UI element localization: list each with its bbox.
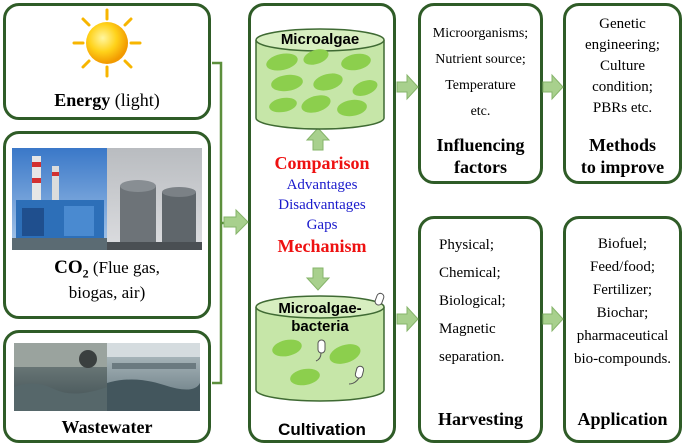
wastewater-label: Wastewater	[61, 417, 153, 437]
co2-box: CO2 (Flue gas, biogas, air)	[3, 131, 211, 319]
influencing-factors-box: Microorganisms; Nutrient source; Tempera…	[418, 3, 543, 184]
wastewater-box: Wastewater	[3, 330, 211, 443]
influencing-title: Influencing factors	[421, 134, 540, 178]
methods-title: Methods to improve	[566, 134, 679, 178]
arrow-cultivation-to-harvesting	[396, 305, 419, 333]
energy-label: Energy (light)	[6, 90, 208, 111]
algae-cell	[290, 368, 320, 386]
arrow-influencing-to-methods	[542, 73, 564, 101]
energy-label-rest: (light)	[110, 90, 160, 110]
microalgae-bacteria-tank	[255, 292, 385, 402]
harvesting-box: Physical; Chemical; Biological; Magnetic…	[418, 216, 543, 443]
application-item: Biofuel;	[597, 236, 648, 252]
co2-label-line2: biogas, air)	[68, 282, 146, 302]
application-box: Biofuel; Feed/food; Fertilizer; Biochar;…	[563, 216, 682, 443]
bacteria	[315, 292, 385, 385]
methods-item: PBRs etc.	[592, 100, 653, 116]
application-title: Application	[577, 409, 668, 429]
co2-label-rest: (Flue gas,	[88, 258, 160, 277]
comparison-heading: Comparison	[274, 153, 370, 173]
arrow-cultivation-to-influencing	[396, 73, 419, 101]
application-item: bio-compounds.	[573, 351, 672, 367]
methods-items: Genetic engineering; Culture condition; …	[566, 14, 679, 119]
co2-label: CO2 (Flue gas, biogas, air)	[6, 256, 208, 304]
algae-cell	[341, 53, 371, 71]
co2-subscript: 2	[82, 266, 89, 281]
algae-cell	[329, 344, 361, 364]
harvesting-item: separation.	[439, 349, 505, 365]
harvesting-item: Chemical;	[439, 265, 501, 281]
arrow-down-to-consortium	[305, 267, 331, 291]
influencing-title-line2: factors	[454, 157, 507, 177]
harvesting-item: Magnetic	[439, 321, 496, 337]
harvesting-item: Physical;	[439, 237, 494, 253]
influencing-item: Microorganisms;	[432, 26, 529, 41]
power-plant-photo	[12, 148, 202, 250]
harvesting-items: Physical; Chemical; Biological; Magnetic…	[421, 231, 540, 371]
gaps-text: Gaps	[306, 217, 338, 233]
algae-cell	[303, 49, 329, 65]
algae-cell	[337, 99, 367, 117]
application-item: pharmaceutical	[576, 328, 669, 344]
comparison-block: Comparison Advantages Disadvantages Gaps…	[248, 151, 396, 257]
co2-label-bold: CO	[54, 257, 83, 278]
algae-cell	[269, 97, 297, 113]
sun-icon	[72, 8, 142, 78]
application-items: Biofuel; Feed/food; Fertilizer; Biochar;…	[566, 233, 679, 371]
energy-label-bold: Energy	[54, 90, 111, 110]
microalgae-tank	[255, 28, 385, 130]
algae-cell	[301, 95, 331, 113]
arrow-harvesting-to-application	[542, 305, 564, 333]
consortium-label-line2: bacteria	[291, 318, 349, 335]
methods-item: Culture	[600, 58, 645, 74]
methods-item: Genetic	[599, 16, 646, 32]
algae-cell	[313, 73, 343, 91]
influencing-item: Nutrient source;	[435, 52, 526, 67]
application-item: Biochar;	[596, 305, 649, 321]
advantages-text: Advantages	[286, 177, 358, 193]
methods-box: Genetic engineering; Culture condition; …	[563, 3, 682, 184]
influencing-items: Microorganisms; Nutrient source; Tempera…	[421, 21, 540, 125]
methods-item: condition;	[592, 79, 653, 95]
wastewater-photo	[14, 343, 200, 411]
algae-cell	[266, 53, 298, 71]
mechanism-heading: Mechanism	[277, 236, 367, 256]
cultivation-title: Cultivation	[278, 420, 366, 439]
application-item: Feed/food;	[590, 259, 655, 275]
consortium-label-line1: Microalgae-	[278, 300, 362, 317]
disadvantages-text: Disadvantages	[278, 197, 366, 213]
algae-cell	[272, 339, 302, 357]
harvesting-item: Biological;	[439, 293, 506, 309]
methods-title-line2: to improve	[580, 157, 665, 177]
influencing-item: etc.	[470, 104, 491, 119]
arrow-inputs-to-cultivation	[223, 208, 249, 236]
methods-title-line1: Methods	[589, 135, 656, 155]
methods-item: engineering;	[585, 37, 660, 53]
microalgae-tank-label: Microalgae	[280, 31, 360, 48]
harvesting-title: Harvesting	[438, 409, 523, 429]
application-item: Fertilizer;	[592, 282, 653, 298]
energy-box: Energy (light)	[3, 3, 211, 120]
consortium-tank-label: Microalgae- bacteria	[256, 300, 384, 336]
arrow-up-to-microalgae	[305, 127, 331, 151]
algae-cell	[352, 80, 378, 96]
influencing-title-line1: Influencing	[436, 135, 525, 155]
influencing-item: Temperature	[445, 78, 516, 93]
algae-cell	[271, 74, 303, 92]
